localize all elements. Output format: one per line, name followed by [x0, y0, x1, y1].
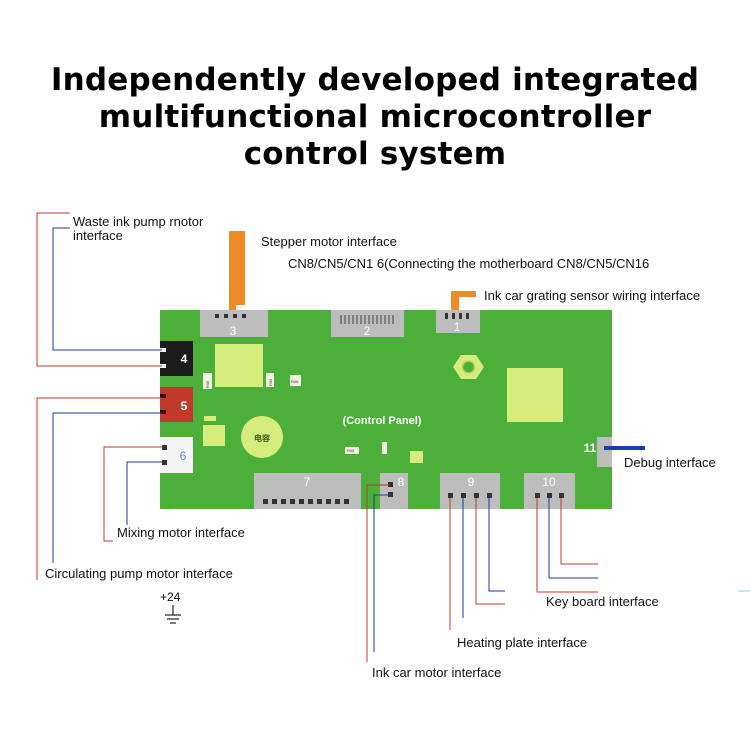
page-title: Independently developed integrated multi… — [0, 62, 750, 173]
connector-8-label: 8 — [398, 475, 405, 489]
connector-4-pin — [160, 364, 166, 368]
connector-8 — [380, 473, 408, 509]
connector-4 — [160, 341, 193, 376]
waste-ink-wire-red — [36, 212, 162, 367]
grating-flex-cable — [451, 291, 476, 310]
connector-7-label: 7 — [304, 475, 311, 489]
connector-7 — [254, 473, 361, 509]
keyboard-wire-1 — [536, 498, 598, 593]
connector-5 — [160, 387, 193, 422]
crystal — [410, 451, 423, 463]
connector-4-pin — [160, 348, 166, 352]
ink-car-motor-wire-blue — [373, 494, 389, 652]
connector-3-label: 3 — [230, 324, 237, 338]
connector-4-label: 4 — [181, 352, 188, 366]
title-line-1: Independently developed integrated — [50, 62, 700, 98]
waste-ink-pump-label-line2: interface — [73, 228, 123, 243]
circulating-wire-blue — [52, 412, 162, 563]
connector-9-pins — [448, 493, 492, 498]
circulating-wire-red — [36, 397, 162, 580]
waste-ink-wire-blue — [52, 227, 162, 351]
mounting-hole — [461, 360, 476, 374]
heating-wire-3 — [475, 498, 505, 605]
chip-tiny — [204, 416, 216, 421]
capacitor-label: 电容 — [254, 433, 270, 443]
connector-1-label: 1 — [454, 320, 461, 334]
resistor-3 — [290, 375, 301, 386]
heating-wire-4 — [488, 498, 505, 592]
resistor-1 — [203, 373, 212, 389]
debug-cable — [604, 446, 645, 450]
mixing-wire-red — [103, 446, 163, 542]
connector-5-pin — [160, 394, 166, 398]
keyboard-interface-label: Key board interface — [546, 594, 659, 609]
keyboard-wire-3 — [560, 498, 598, 565]
mixing-motor-label: Mixing motor interface — [117, 525, 245, 540]
resistor-2-label: R05 — [268, 378, 273, 386]
connector-10-pins — [535, 493, 564, 498]
mixing-wire-blue — [126, 461, 163, 525]
resistor-4-label: R05 — [347, 448, 355, 453]
connector-8-pin — [388, 482, 393, 487]
connector-6 — [160, 437, 193, 473]
connector-5-label: 5 — [181, 399, 188, 413]
grating-sensor-label: Ink car grating sensor wiring interface — [484, 288, 701, 303]
plus-24-label: +24 — [160, 590, 181, 604]
chip-large-left — [215, 344, 263, 387]
capacitor — [241, 416, 283, 458]
title-line-2: multifunctional microcontroller — [98, 99, 652, 135]
keyboard-wire-2 — [548, 498, 598, 579]
connector-11-label: 11 — [584, 441, 597, 455]
ink-car-motor-wire-red — [366, 484, 389, 662]
circulating-pump-label: Circulating pump motor interface — [45, 566, 233, 581]
connector-5-pin — [160, 410, 166, 414]
chip-large-right — [507, 368, 563, 422]
chip-small — [203, 425, 225, 446]
title-line-3: control system — [243, 136, 507, 172]
ink-car-motor-label: Ink car motor interface — [372, 665, 502, 680]
connector-2 — [331, 310, 404, 337]
connector-2-label: 2 — [364, 324, 371, 338]
stepper-motor-label: Stepper motor interface — [261, 234, 397, 249]
connector-3-pins — [215, 314, 246, 318]
ground-symbol — [165, 605, 181, 624]
connector-6-label: 6 — [180, 449, 187, 463]
resistor-3-label: R05 — [291, 379, 299, 384]
resistor-1-label: R05 — [205, 380, 210, 388]
connector-1-pins — [445, 313, 469, 319]
waste-ink-pump-label-line1: Waste ink pump rnotor — [73, 214, 204, 229]
resistor-4 — [345, 447, 359, 454]
connector-11 — [597, 437, 612, 467]
heating-plate-label: Heating plate interface — [457, 635, 588, 650]
led-smd — [382, 442, 387, 454]
board-center-label: (Control Panel) — [343, 415, 422, 427]
cn-connection-label: CN8/CN5/CN1 6(Connecting the motherboard… — [288, 256, 650, 271]
connector-7-pins — [263, 499, 349, 504]
connector-10-label: 10 — [542, 475, 556, 489]
debug-interface-label: Debug interface — [624, 455, 716, 470]
connector-9-label: 9 — [468, 475, 475, 489]
connector-6-pin — [162, 445, 167, 450]
stepper-flex-cable — [229, 231, 245, 310]
connector-8-pin — [388, 492, 393, 497]
connector-6-pin — [162, 460, 167, 465]
resistor-2 — [266, 373, 274, 387]
connector-2-pins — [340, 315, 394, 324]
